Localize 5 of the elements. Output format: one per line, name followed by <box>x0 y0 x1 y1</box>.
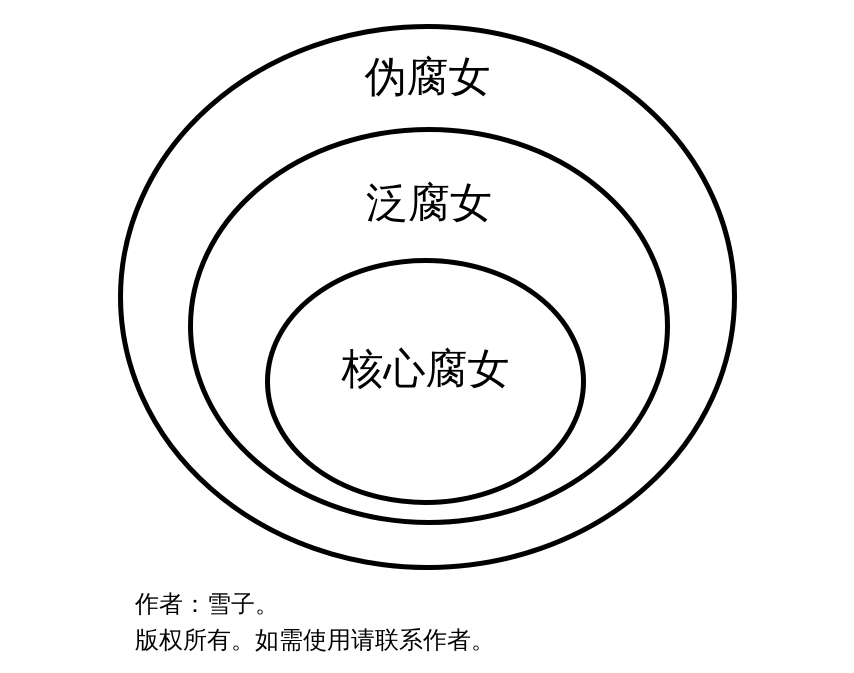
set-label: 核心腐女 <box>342 346 510 392</box>
set-label: 伪腐女 <box>364 54 490 100</box>
set-label: 泛腐女 <box>366 180 492 226</box>
author-note: 作者：雪子。 <box>135 590 279 619</box>
copyright-note: 版权所有。如需使用请联系作者。 <box>135 626 495 655</box>
